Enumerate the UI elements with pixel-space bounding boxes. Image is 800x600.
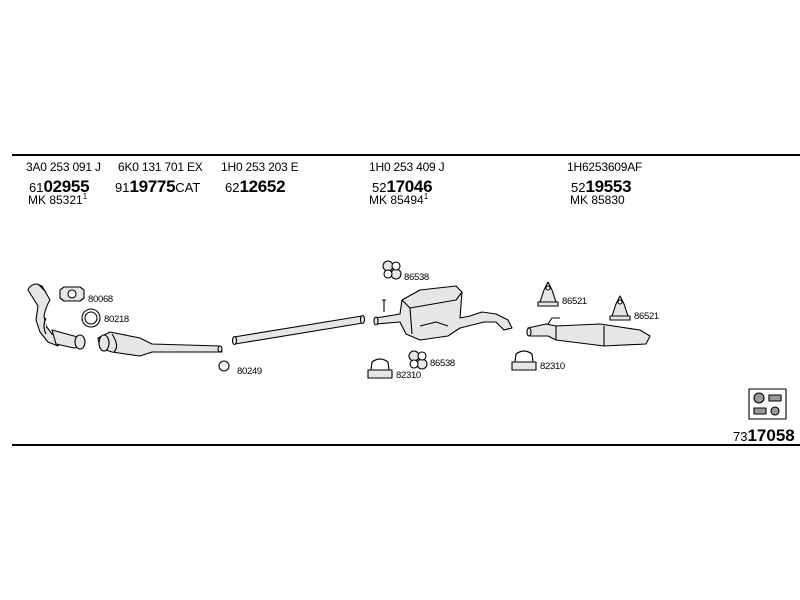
mk-superscript: 1 (423, 192, 429, 201)
rubber-mount-drawing (609, 295, 631, 321)
part-label: 82310 (540, 361, 565, 372)
top-rule (12, 154, 800, 156)
rubber-mount-drawing (537, 281, 559, 307)
oe-number: 1H0 253 203 E (221, 160, 299, 174)
part-main: 17046 (386, 177, 433, 196)
part-prefix: 52 (372, 180, 387, 195)
part-main: 19775 (129, 177, 176, 196)
catalytic-converter-drawing (97, 331, 223, 357)
rear-silencer-drawing (526, 317, 651, 347)
bottom-rule (12, 444, 800, 446)
hanger-drawing (382, 260, 402, 280)
oe-number: 6K0 131 701 EX (118, 160, 203, 174)
part-number: 6102955 (29, 177, 90, 196)
set-main: 17058 (747, 426, 795, 445)
part-prefix: 91 (115, 180, 130, 195)
gasket-drawing (81, 308, 101, 328)
mk-label: MK 85830 (570, 193, 625, 207)
part-main: 12652 (239, 177, 286, 196)
part-label: 86521 (562, 296, 587, 307)
part-prefix: 52 (571, 180, 586, 195)
part-suffix: CAT (175, 180, 201, 195)
part-label: 80249 (237, 366, 262, 377)
part-prefix: 62 (225, 180, 240, 195)
mk-number: MK 853211 (28, 192, 88, 207)
part-label: 80218 (104, 314, 129, 325)
mk-label: MK 85494 (369, 193, 424, 207)
part-number: 5219553 (571, 177, 632, 196)
clamp-drawing (59, 286, 85, 302)
mk-label: MK 85321 (28, 193, 83, 207)
set-reference-number: 7317058 (733, 426, 795, 446)
ring-drawing (218, 360, 230, 372)
middle-silencer-drawing (373, 285, 513, 341)
set-prefix: 73 (733, 429, 748, 444)
oe-number: 1H0 253 409 J (369, 160, 445, 174)
mk-number: MK 854941 (369, 192, 429, 207)
oe-number: 3A0 253 091 J (26, 160, 101, 174)
part-label: 86521 (634, 311, 659, 322)
part-number: 6212652 (225, 177, 286, 196)
part-main: 19553 (585, 177, 632, 196)
part-label: 82310 (396, 370, 421, 381)
front-pipe-drawing (27, 283, 86, 350)
mk-number: MK 85830 (570, 194, 625, 206)
part-number: 5217046 (372, 177, 433, 196)
intermediate-pipe-drawing (231, 314, 366, 346)
part-label: 80068 (88, 294, 113, 305)
part-label: 86538 (430, 358, 455, 369)
part-label: 86538 (404, 272, 429, 283)
mk-superscript: 1 (82, 192, 88, 201)
part-number: 9119775CAT (115, 178, 200, 195)
mounting-kit-icon (748, 388, 787, 420)
part-prefix: 61 (29, 180, 44, 195)
oe-number: 1H6253609AF (567, 160, 643, 174)
part-main: 02955 (43, 177, 90, 196)
hanger-drawing (408, 350, 428, 370)
clamp-drawing (367, 358, 393, 379)
clamp-drawing (511, 350, 537, 371)
